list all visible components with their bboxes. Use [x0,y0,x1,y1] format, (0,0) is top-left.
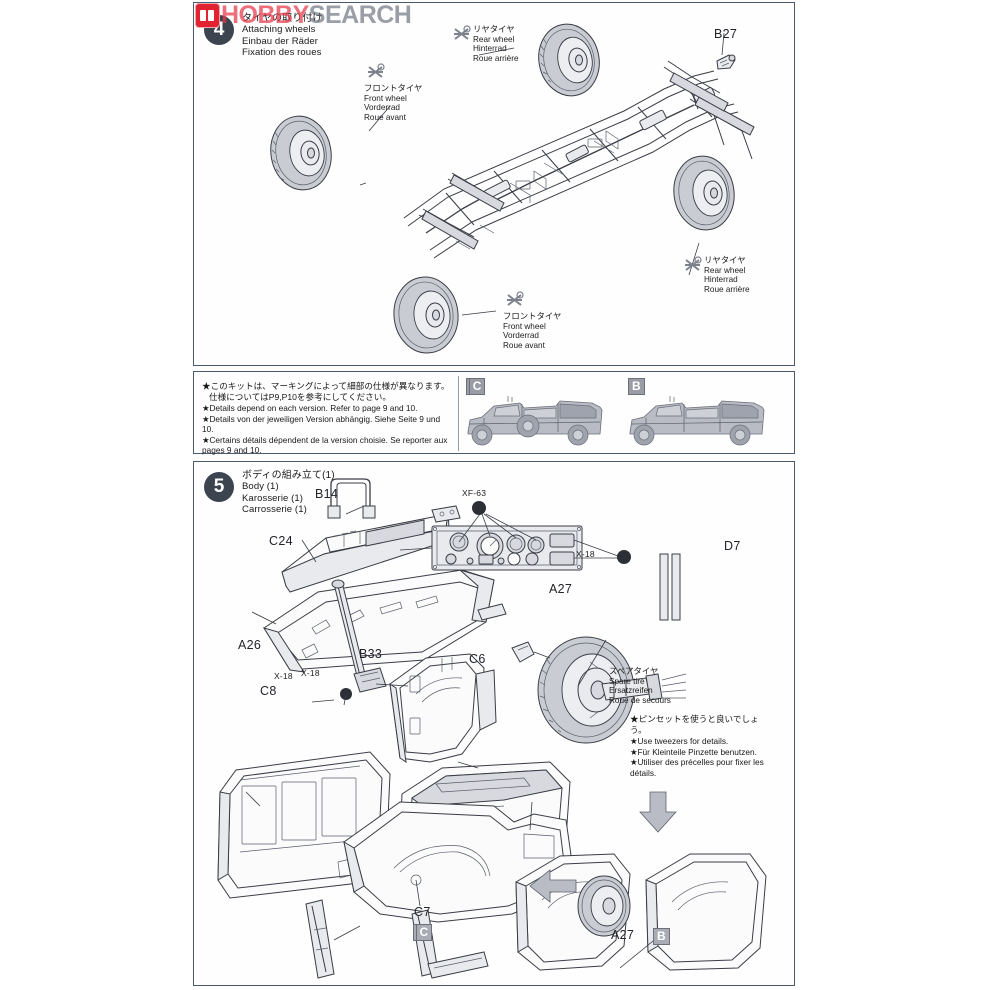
tweezer-note-en: ★Use tweezers for details. [630,736,729,747]
step-5-title-jp: ボディの組み立て(1) [242,470,335,481]
part-b33-drawing [331,579,387,706]
variant-letter-b: B [628,378,645,395]
paint-code-x18-body: X-18 [274,671,293,681]
callout-en: Front wheel [364,93,407,103]
version-note-en: ★Details depend on each version. Refer t… [202,403,418,414]
callout-en: Rear wheel [704,265,746,275]
vehicle-profile-b [629,396,765,446]
version-note-jp-2: 仕様についてはP9,P10を参考にしてください。 [209,392,391,403]
step-5-title-en: Body (1) [242,481,279,493]
version-note-jp-1: ★このキットは、マーキングによって細部の仕様が異なります。 [202,381,450,391]
assembly-arrow-left [529,869,577,903]
wheel-front-top [270,115,332,191]
callout-fr: Roue avant [503,340,545,350]
wheel-front-bottom [393,276,459,354]
callout-rear-wheel-top: リヤタイヤ Rear wheel Hinterrad Roue arrière [473,24,519,63]
instruction-sheet: 4 タイヤの取り付け Attaching wheels Einbau der R… [193,0,795,990]
tweezer-note-jp: ★ピンセットを使うと良いでしょう。 [630,714,759,736]
part-label-b14: B14 [315,487,339,501]
version-note-de: ★Details von der jeweiligen Version abhä… [202,413,441,435]
tweezer-note-de: ★Für Kleinteile Pinzette benutzen. [630,746,757,757]
part-label-c7: C7 [414,905,431,919]
step-4-title-jp: タイヤの取り付け [242,13,323,24]
spare-tire-en: Spare tire [609,676,645,686]
step-5-panel: 5 ボディの組み立て(1) Body (1) Karosserie (1) Ca… [193,461,795,986]
step-5-title-de: Karosserie (1) [242,492,304,504]
variant-letter-c: C [468,378,486,395]
part-label-c8: C8 [260,684,277,698]
paint-code-xf63: XF-63 [462,488,487,498]
step-5-badge: 5 [204,472,234,502]
callout-de: Hinterrad [704,275,738,285]
step-4-title-en: Attaching wheels [242,24,316,36]
part-a27-drawing [389,653,497,764]
tweezer-note-fr: ★Utiliser des précelles pour fixer les d… [630,757,764,778]
callout-front-wheel-top: フロントタイヤ Front wheel Vorderrad Roue avant [364,83,423,122]
tweezers-icon [507,291,524,306]
callout-de: Vorderrad [364,103,400,113]
step-4-title-fr: Fixation des roues [242,47,322,59]
tweezers-icon [368,63,385,78]
part-label-b27: B27 [714,27,738,41]
wheel-rear-bottom [673,155,735,231]
callout-front-wheel-bottom: フロントタイヤ Front wheel Vorderrad Roue avant [503,311,562,350]
part-b27-drawing [716,54,736,70]
part-label-a27: A27 [549,582,573,596]
version-note-fr: ★Certains détails dépendent de la versio… [202,434,448,456]
part-label-a26: A26 [238,638,262,652]
callout-fr: Roue arrière [473,53,519,63]
spare-tire-jp: スペアタイヤ [609,666,659,676]
tweezers-icon [454,25,471,40]
version-tag-letter-b: B [653,928,670,945]
version-note-panel: ★このキットは、マーキングによって細部の仕様が異なります。 仕様についてはP9,… [193,371,795,455]
paint-code-x18-dash: X-18 [576,549,595,559]
wheel-rear-top [538,23,600,97]
paint-code-x18-lever: X-18 [301,668,320,678]
version-note-text: ★このキットは、マーキングによって細部の仕様が異なります。 仕様についてはP9,… [202,381,452,455]
part-c7-drawing [343,801,573,923]
part-fender-right-drawing [645,853,767,971]
dashboard-panel-drawing [399,501,631,571]
callout-en: Rear wheel [473,34,515,44]
part-a27-bottom-drawing [515,853,631,971]
part-a26-drawing [262,569,507,673]
callout-jp: リヤタイヤ [704,255,746,265]
part-label-a27-bottom: A27 [611,928,635,942]
vehicle-profile-ac [467,396,603,446]
spare-tire-de: Ersatzreifen [609,686,653,696]
part-label-d7: D7 [724,539,741,553]
callout-jp: フロントタイヤ [364,83,423,93]
part-b14-drawing [327,478,376,519]
spare-tire-fr: Roue de secours [609,695,671,705]
callout-jp: フロントタイヤ [503,311,562,321]
assembly-arrow-down [639,791,677,833]
part-label-b33: B33 [359,647,383,661]
step-5-title-fr: Carrosserie (1) [242,504,307,516]
callout-en: Front wheel [503,321,546,331]
chassis-assembly-drawing [270,23,755,354]
tweezer-note: ★ピンセットを使うと良いでしょう。 ★Use tweezers for deta… [630,714,770,778]
variant-tag-ac: A,C [466,378,486,396]
step-4-title-block: タイヤの取り付け Attaching wheels Einbau der Räd… [242,13,323,59]
step-4-title-de: Einbau der Räder [242,35,319,47]
spare-tire-callout: スペアタイヤ Spare tire Ersatzreifen Roue de s… [609,666,671,705]
part-label-c24: C24 [269,534,293,548]
part-c8-drawing [217,751,391,899]
callout-de: Vorderrad [503,331,539,341]
part-label-c6: C6 [469,652,486,666]
callout-fr: Roue arrière [704,284,750,294]
callout-jp: リヤタイヤ [473,24,515,34]
step-5-title-block: ボディの組み立て(1) Body (1) Karosserie (1) Carr… [242,470,335,516]
tweezers-icon [685,256,702,271]
note-divider [458,376,459,451]
version-tag-c7: A,C [413,924,433,942]
callout-rear-wheel-bottom: リヤタイヤ Rear wheel Hinterrad Roue arrière [704,255,750,294]
callout-de: Hinterrad [473,44,507,54]
version-tag-letter-c: C [415,924,433,941]
body-assembly-drawing [217,478,767,979]
step-4-panel: 4 タイヤの取り付け Attaching wheels Einbau der R… [193,2,795,366]
callout-fr: Roue avant [364,112,406,122]
part-d7-spare-tire-drawing [511,553,687,744]
